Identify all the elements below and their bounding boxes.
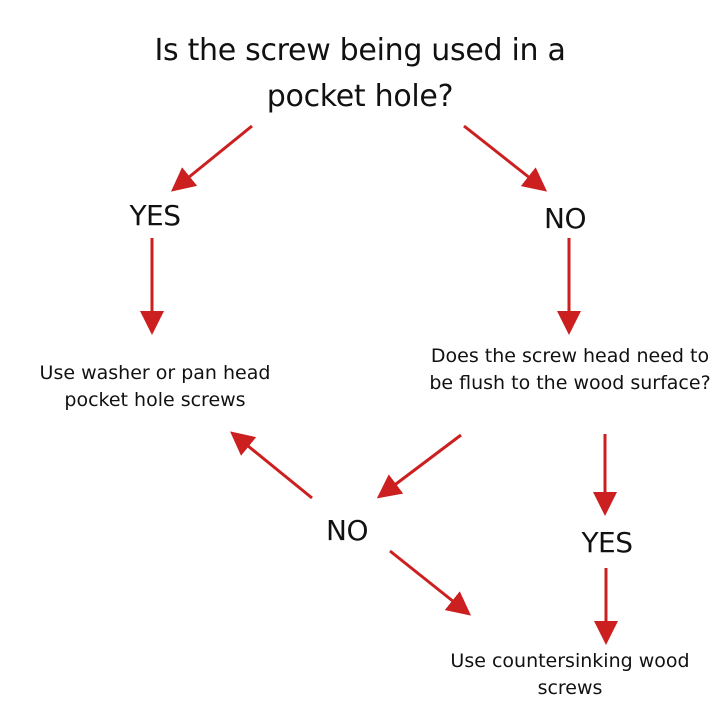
arrow-no-to-countersinking <box>389 549 472 616</box>
arrow-title-to-yes <box>171 124 253 192</box>
result-pocket-hole-screws: Use washer or pan head pocket hole screw… <box>39 362 271 411</box>
question-flush-surface: Does the screw head need to be flush to … <box>429 345 711 394</box>
question-pocket-hole: Is the screw being used in a pocket hole… <box>154 33 566 114</box>
label-yes-pocket-hole: YES <box>129 199 181 232</box>
label-no-flush: NO <box>326 514 368 547</box>
arrow-no-to-pocket-screws <box>230 431 313 500</box>
label-yes-flush: YES <box>581 526 633 559</box>
arrow-flush-to-no <box>376 433 462 499</box>
result-countersinking-screws: Use countersinking wood screws <box>450 650 690 699</box>
label-no-pocket-hole: NO <box>544 202 586 235</box>
arrow-title-to-no <box>463 124 548 192</box>
